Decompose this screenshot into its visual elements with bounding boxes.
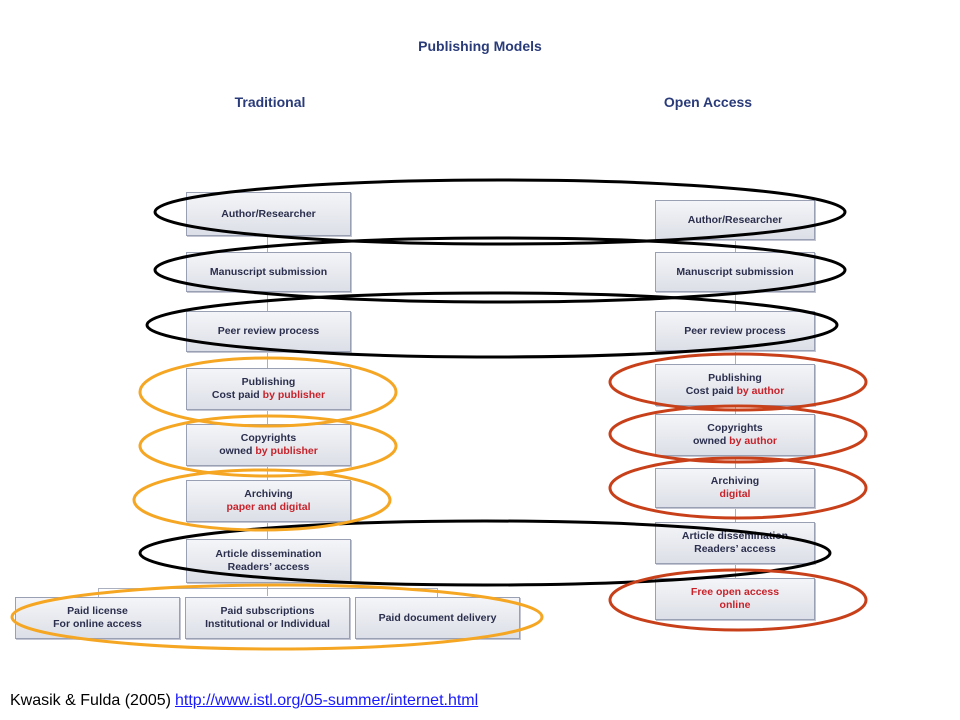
oa-publishing-line2: Cost paid by author [686,385,785,398]
trad-copyrights-box: Copyrights owned by publisher [186,424,351,466]
oa-archiving-box: Archiving digital [655,468,815,508]
shared-dissemination-ellipse [138,519,832,587]
oa-peer-review-label: Peer review process [684,324,786,337]
diagram-title: Publishing Models [418,38,542,54]
oa-archiving-highlight: digital [719,488,751,500]
shared-peer-review-ellipse [145,291,839,359]
trad-paid-license-line2: For online access [53,618,142,630]
trad-archiving-ellipse [132,468,392,532]
traditional-branch-connector [98,588,438,589]
trad-paid-subscriptions-line2: Institutional or Individual [205,618,330,630]
oa-copyrights-line2: owned by author [693,435,777,448]
trad-publishing-highlight: by publisher [262,389,326,401]
trad-copyrights-line2: owned by publisher [219,445,318,458]
trad-paid-delivery-label: Paid document delivery [378,611,497,624]
shared-author-ellipse [153,178,847,246]
trad-peer-review-label: Peer review process [217,325,320,337]
oa-free-access-line1: Free open access [690,586,780,598]
trad-publishing-ellipse [138,356,398,428]
trad-publishing-line2: Cost paid by publisher [212,389,325,402]
trad-dissemination-box: Article dissemination Readers’ access [186,539,351,583]
oa-free-access-box: Free open access online [655,578,815,620]
oa-copyrights-box: Copyrights owned by author [655,414,815,456]
oa-publishing-box: Publishing Cost paid by author [655,364,815,406]
oa-copyrights-highlight: by author [729,435,777,447]
oa-peer-review-box: Peer review process [655,311,815,351]
oa-publishing-prefix: Cost paid [685,385,737,397]
trad-copyrights-highlight: by publisher [255,445,318,457]
oa-author-box: Author/Researcher [655,200,815,240]
trad-paid-subscriptions-line1: Paid subscriptions [220,605,315,617]
trad-publishing-prefix: Cost paid [211,389,263,401]
trad-archiving-box: Archiving paper and digital [186,480,351,522]
trad-author-label: Author/Researcher [221,207,316,220]
oa-publishing-line1: Publishing [708,372,762,384]
trad-manuscript-box: Manuscript submission [186,252,351,292]
trad-publishing-line1: Publishing [241,376,296,388]
oa-copyrights-line1: Copyrights [707,422,763,434]
trad-manuscript-label: Manuscript submission [209,265,328,278]
trad-publishing-box: Publishing Cost paid by publisher [186,368,351,410]
oa-manuscript-box: Manuscript submission [655,252,815,292]
open-access-column-title: Open Access [663,94,753,110]
oa-author-label: Author/Researcher [687,213,783,226]
oa-copyrights-prefix: owned [692,435,730,447]
shared-manuscript-ellipse [153,236,847,304]
oa-manuscript-label: Manuscript submission [676,265,794,278]
trad-paid-delivery-box: Paid document delivery [355,597,520,639]
trad-copyrights-ellipse [138,414,398,478]
traditional-column-title: Traditional [234,94,306,110]
trad-archiving-line1: Archiving [244,488,293,500]
citation-text: Kwasik & Fulda (2005) [10,692,171,709]
oa-publishing-highlight: by author [736,385,785,397]
trad-dissemination-line2: Readers’ access [227,561,310,573]
oa-free-access-line2: online [719,599,751,611]
trad-paid-license-line1: Paid license [67,605,128,617]
trad-peer-review-box: Peer review process [186,311,351,352]
oa-copyrights-ellipse [608,404,868,464]
oa-archiving-ellipse [608,456,868,520]
citation-link[interactable]: http://www.istl.org/05-summer/internet.h… [174,692,479,709]
oa-dissemination-line2: Readers’ access [694,543,776,555]
oa-archiving-line1: Archiving [710,475,760,487]
trad-paid-access-ellipse [10,583,544,651]
trad-author-box: Author/Researcher [186,192,351,236]
trad-paid-subscriptions-box: Paid subscriptions Institutional or Indi… [185,597,350,639]
trad-copyrights-prefix: owned [219,445,256,457]
trad-copyrights-line1: Copyrights [240,432,297,444]
trad-dissemination-line1: Article dissemination [215,548,322,560]
oa-publishing-ellipse [608,352,868,412]
trad-archiving-highlight: paper and digital [226,501,311,513]
citation-caption: Kwasik & Fulda (2005)http://www.istl.org… [10,692,478,710]
oa-free-access-ellipse [608,568,868,632]
